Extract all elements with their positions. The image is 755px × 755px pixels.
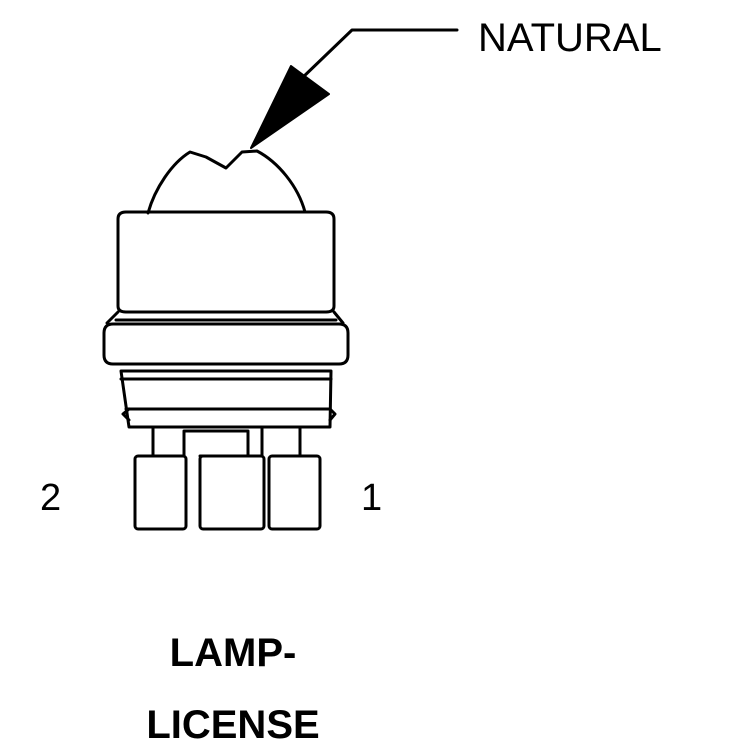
callout-arrowhead [250,65,330,149]
pin-2-label: 2 [40,477,62,519]
pin-1-label: 1 [361,477,383,519]
bulb-dome [146,149,307,215]
callout-leader-line [298,28,459,82]
callout-label: NATURAL [478,16,662,60]
lamp-flange [102,322,350,366]
body-transition [105,310,345,325]
part-title-line-2: LICENSE [146,703,320,747]
terminal-stem [151,425,302,458]
lamp-body [116,210,336,314]
base-collar [121,407,337,422]
terminal-blade-2 [133,454,188,531]
terminal-center [198,454,266,531]
terminal-blade-1 [267,454,322,531]
part-title-line-1: LAMP- [169,631,297,675]
